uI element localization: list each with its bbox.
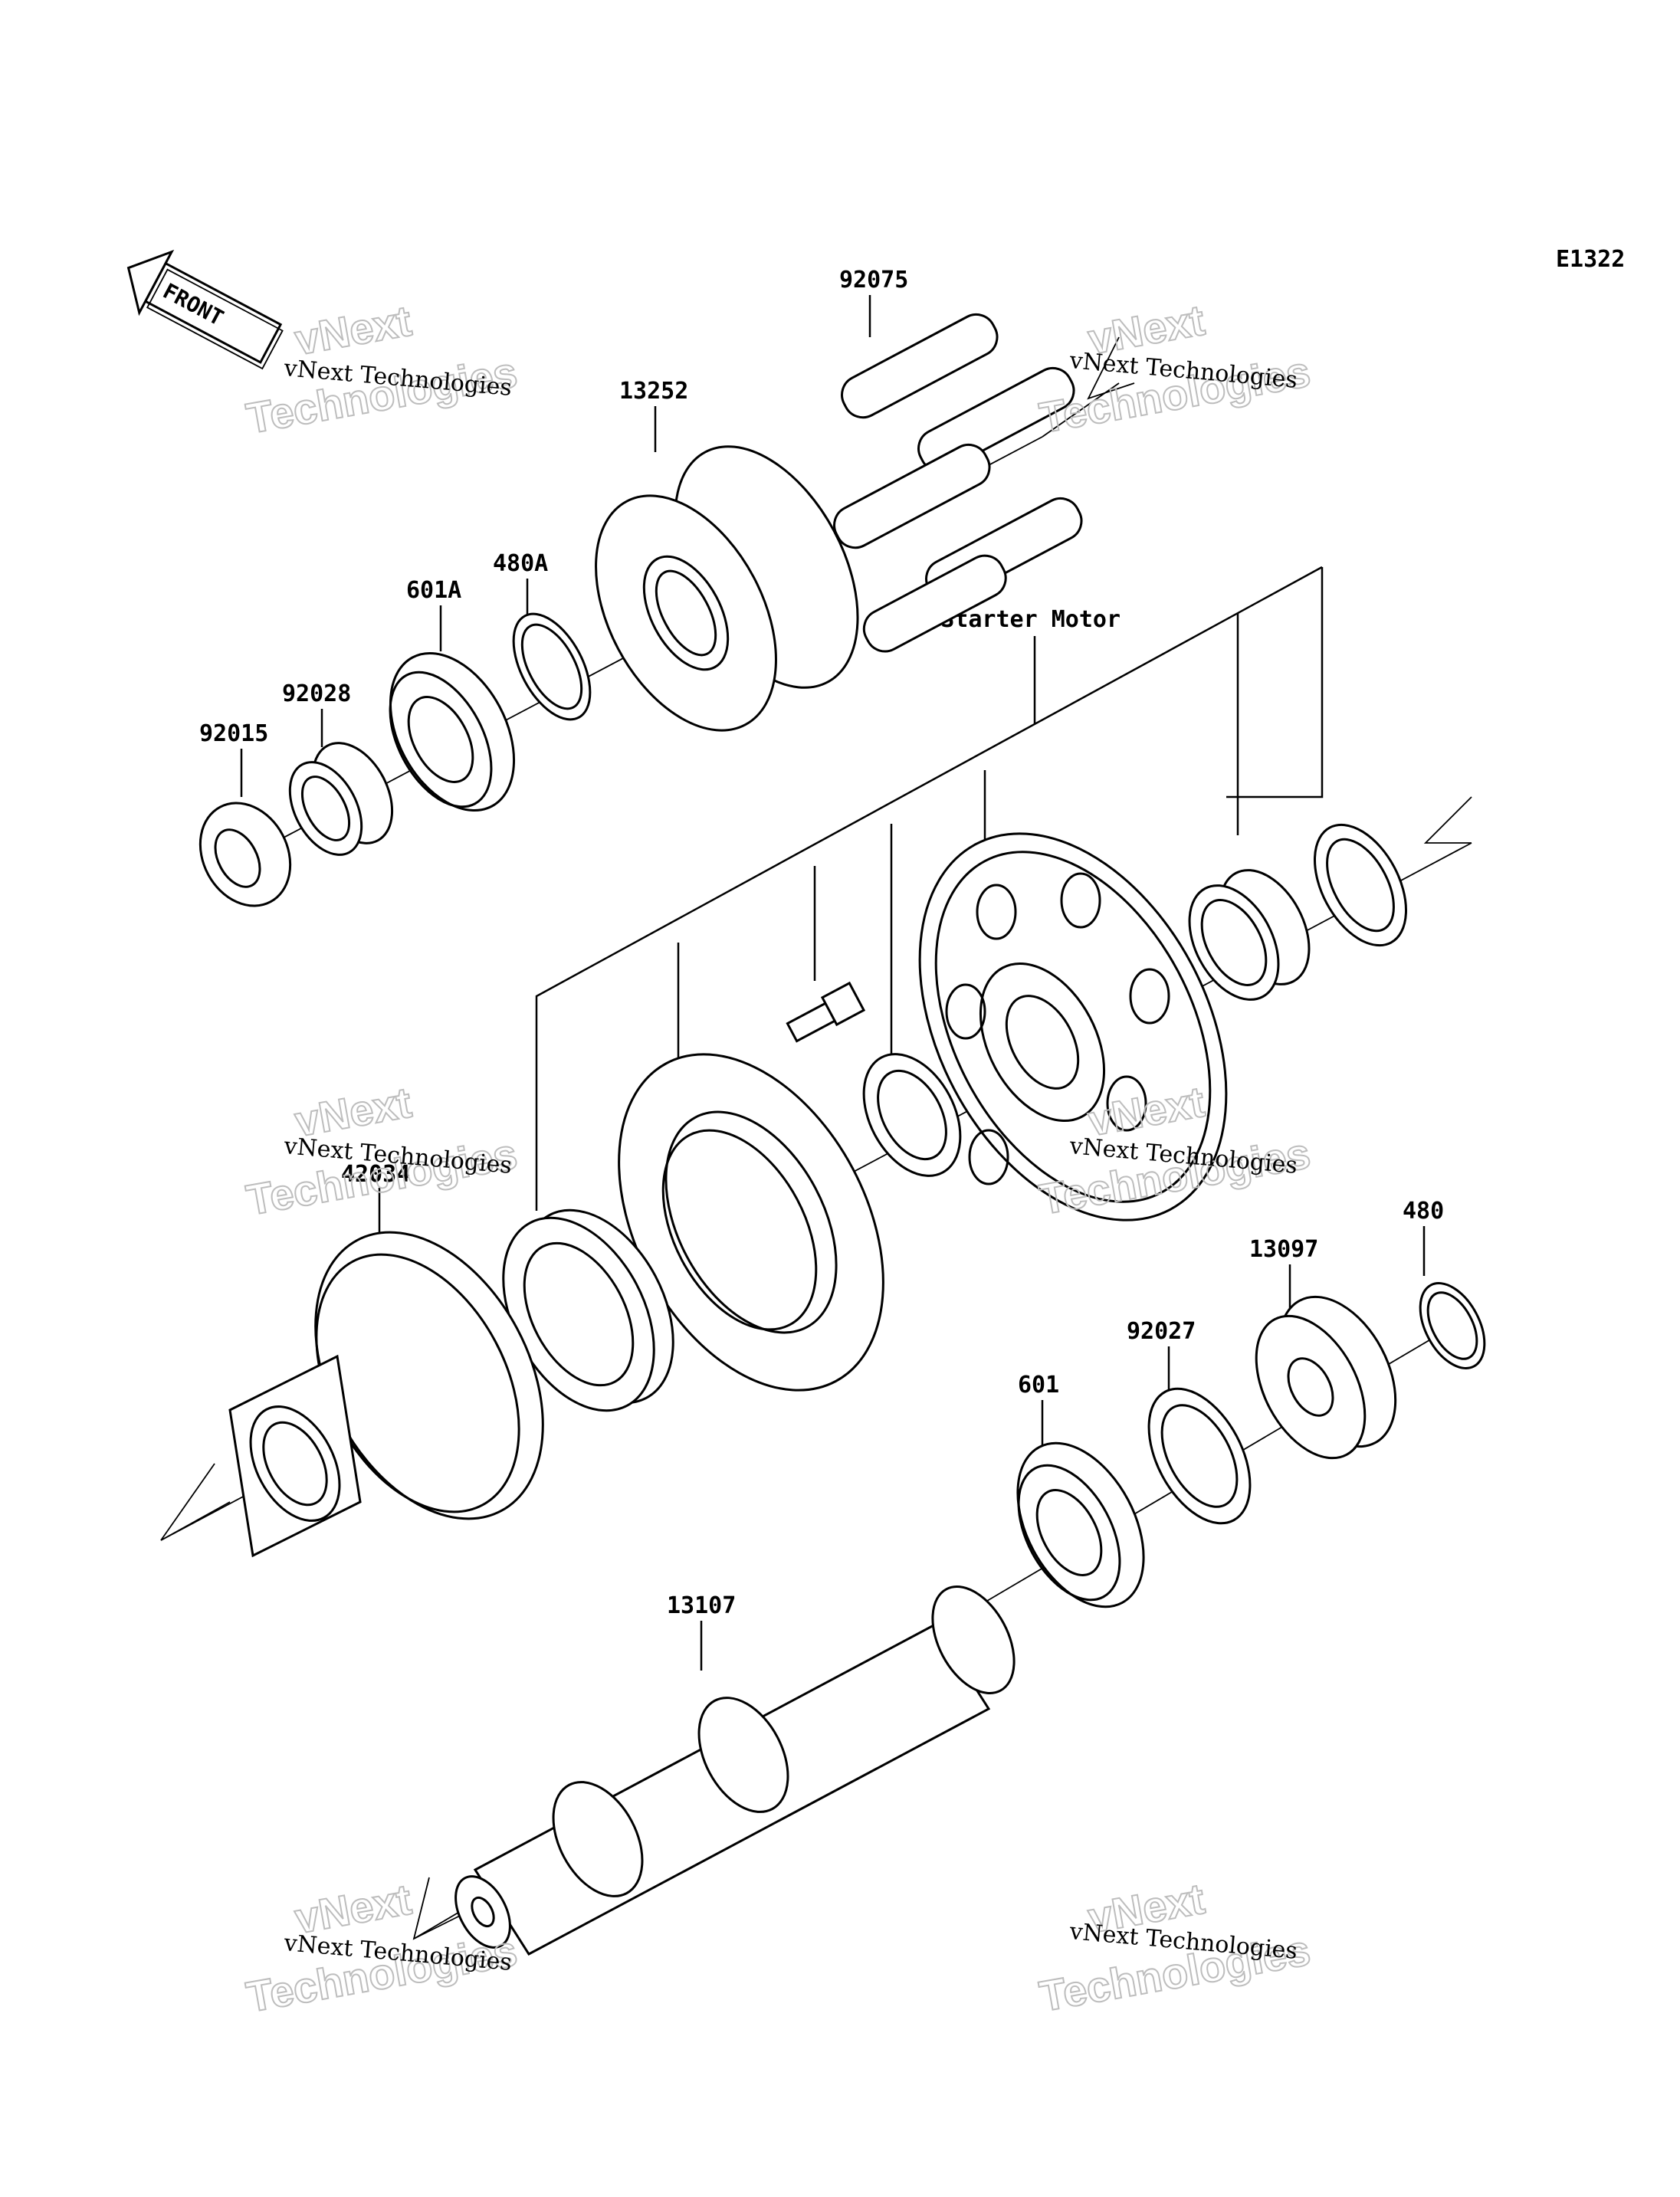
circlip-480A (512, 612, 592, 721)
label-480A: 480A (493, 550, 548, 577)
label-92027: 92027 (1127, 1318, 1196, 1345)
label-13107: 13107 (667, 1592, 736, 1619)
needle-bearing (1188, 869, 1311, 1001)
label-92015: 92015 (199, 720, 268, 747)
leader-lines (240, 295, 1426, 1671)
washer-middle (862, 1053, 962, 1177)
shaft-13107 (454, 1585, 1016, 1956)
label-42034: 42034 (341, 1161, 410, 1188)
label-92075: 92075 (839, 267, 908, 293)
nut-92015 (199, 802, 292, 907)
circlip-480 (1419, 1282, 1486, 1369)
housing-42034 (228, 1231, 544, 1558)
gear-13097 (1255, 1295, 1397, 1460)
label-92028: 92028 (282, 680, 351, 707)
svg-text:vNext: vNext (291, 297, 415, 365)
label-13097: 13097 (1249, 1236, 1318, 1263)
starter-idler-gear-13252 (595, 445, 859, 732)
label-601: 601 (1018, 1372, 1059, 1399)
rollers-92075 (833, 313, 1083, 653)
starter-clutch-gear (918, 832, 1228, 1221)
collar-92028 (288, 742, 394, 856)
bearing-601A (389, 651, 516, 812)
diagram-code: E1322 (1556, 246, 1625, 273)
bolt (786, 981, 866, 1043)
label-480: 480 (1403, 1198, 1444, 1225)
label-601A: 601A (406, 577, 461, 604)
washer-92027 (1147, 1387, 1252, 1525)
bearing-601 (1016, 1441, 1145, 1608)
one-way-clutch (502, 1208, 674, 1412)
washer-right (1313, 823, 1408, 947)
front-arrow-icon: FRONT (126, 249, 284, 370)
watermark-top-left: vNext Technologies (242, 296, 521, 444)
label-13252: 13252 (619, 378, 688, 405)
